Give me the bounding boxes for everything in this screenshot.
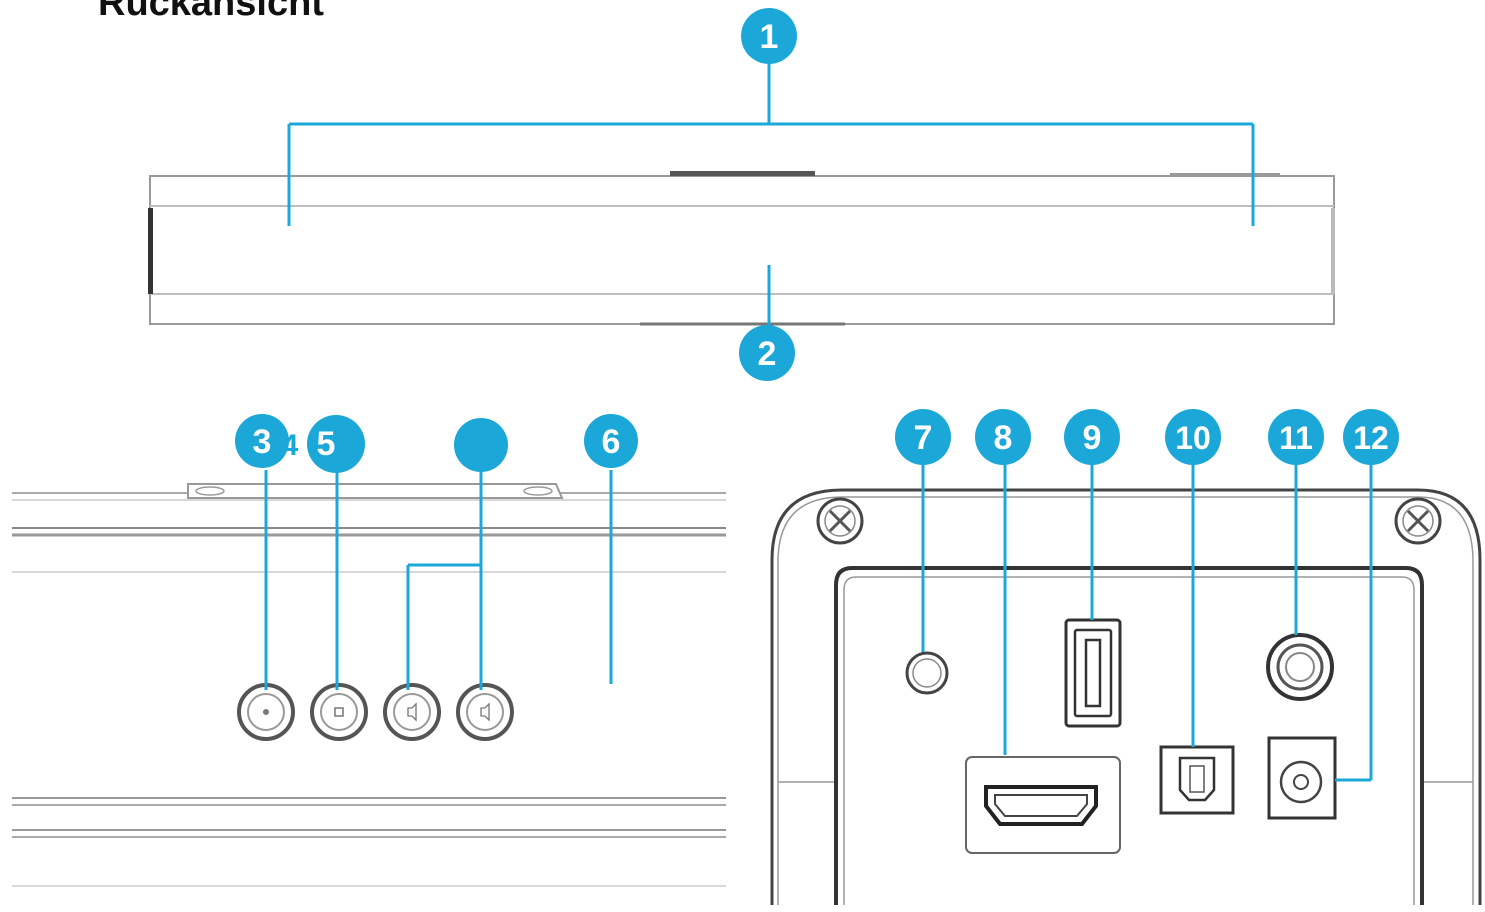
callout-6: 6 [584, 414, 638, 468]
volume-up-button [456, 683, 514, 741]
callout-4-leader [406, 470, 483, 690]
callout-8: 8 [975, 409, 1031, 465]
svg-text:6: 6 [602, 423, 621, 461]
callout-10: 10 [1165, 409, 1221, 465]
callout-12-leader [1335, 462, 1373, 782]
screw-icon [816, 497, 864, 545]
top-grille-marker [1170, 173, 1280, 177]
callout-4-label: 4 [282, 429, 299, 462]
connector-panel [770, 488, 1482, 905]
source-button [310, 683, 368, 741]
svg-text:7: 7 [914, 419, 933, 457]
svg-text:2: 2 [758, 335, 777, 373]
hdmi-port-icon [965, 756, 1121, 854]
optical-port-icon [1159, 745, 1235, 815]
power-button [237, 683, 295, 741]
callout-1-leader [287, 58, 1255, 226]
control-panel-closeup [12, 483, 726, 887]
soundbar-back-outline [148, 171, 1335, 326]
callout-4-dot [454, 418, 508, 472]
callout-5: 5 [307, 415, 365, 473]
svg-text:9: 9 [1083, 419, 1102, 457]
svg-text:10: 10 [1175, 420, 1211, 456]
callout-12: 12 [1343, 409, 1399, 465]
usb-port-icon [1064, 618, 1122, 728]
volume-down-button [383, 683, 441, 741]
dc-power-jack-icon [1267, 736, 1337, 820]
page-title: Rückansicht [98, 0, 324, 24]
aux-jack-icon [1266, 633, 1334, 701]
svg-text:3: 3 [253, 423, 272, 461]
callout-1: 1 [741, 8, 797, 64]
callout-11: 11 [1268, 409, 1324, 465]
screw-icon [1394, 497, 1442, 545]
callout-7: 7 [895, 409, 951, 465]
svg-text:12: 12 [1353, 420, 1389, 456]
svg-text:8: 8 [994, 419, 1013, 457]
callout-2: 2 [739, 325, 795, 381]
top-buttons-marker [670, 171, 815, 176]
callout-3: 3 [235, 414, 289, 468]
svg-text:1: 1 [760, 18, 779, 56]
svg-text:5: 5 [317, 425, 336, 463]
callout-9: 9 [1064, 409, 1120, 465]
ir-sensor-icon [905, 651, 949, 695]
svg-text:11: 11 [1279, 420, 1313, 456]
